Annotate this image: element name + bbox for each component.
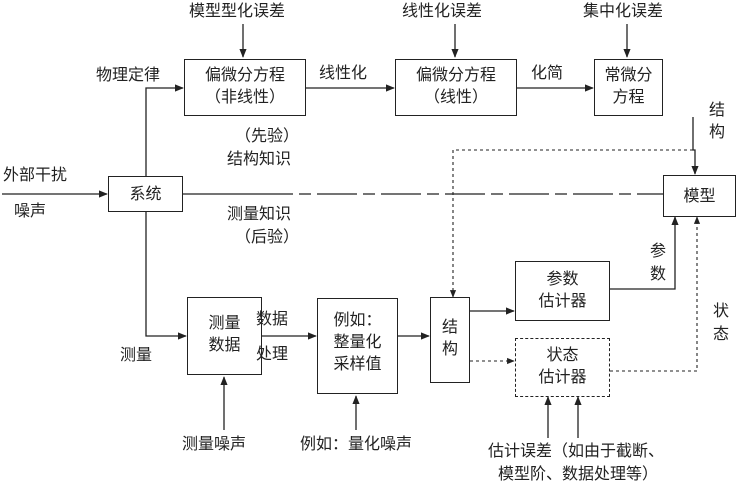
estimation-error-line1: 估计误差（如由于截断、 — [488, 441, 665, 460]
prior-knowledge-line1: （先验） — [235, 126, 300, 145]
system-box: 系统 — [108, 176, 183, 212]
pde-linear-line1: 偏微分方程 — [415, 65, 496, 84]
state-estimator-line1: 状态 — [546, 345, 579, 364]
linearization-error-label: 线性化误差 — [402, 1, 483, 20]
ode-line1: 常微分 — [604, 65, 653, 84]
param-estimator-line1: 参数 — [546, 269, 579, 288]
ode-box: 常微分 方程 — [594, 59, 663, 116]
quantization-noise-label: 例如：量化噪声 — [300, 434, 413, 453]
external-disturbance-label: 外部干扰 — [3, 165, 68, 184]
centralization-error-label: 集中化误差 — [583, 1, 664, 20]
measurement-noise-label: 测量噪声 — [182, 434, 247, 453]
quantization-line2: 整量化 — [333, 332, 382, 351]
pde-nonlinear-line1: 偏微分方程 — [204, 65, 285, 84]
data-label: 数据 — [256, 309, 289, 328]
system-label: 系统 — [129, 184, 162, 203]
state-side-char2: 态 — [712, 324, 729, 343]
params-side-char2: 数 — [649, 264, 666, 283]
measured-data-box: 测量 数据 — [187, 297, 262, 375]
prior-knowledge-line2: 结构知识 — [227, 149, 292, 168]
modeling-error-label: 模型型化误差 — [189, 1, 286, 20]
simplify-label: 化简 — [531, 63, 564, 82]
edge-model-structure-feedback — [449, 149, 693, 298]
pde-nonlinear-box: 偏微分方程 （非线性） — [184, 59, 306, 116]
processing-label: 处理 — [256, 344, 289, 363]
structure-side-char1: 结 — [708, 100, 725, 119]
structure-box: 结 构 — [430, 297, 470, 383]
edge-system-to-measurement — [145, 212, 187, 340]
linearize-label: 线性化 — [319, 63, 368, 82]
state-side-char1: 状 — [712, 301, 729, 320]
pde-linear-line2: （线性） — [423, 87, 488, 106]
posterior-knowledge-line2: （后验） — [235, 227, 300, 246]
params-side-char1: 参 — [649, 241, 666, 260]
noise-label: 噪声 — [14, 201, 47, 220]
pde-linear-box: 偏微分方程 （线性） — [395, 59, 517, 116]
edge-param-to-model — [610, 216, 679, 290]
physics-law-label: 物理定律 — [96, 65, 161, 84]
pde-nonlinear-line2: （非线性） — [204, 87, 285, 106]
measure-label: 测量 — [120, 345, 153, 364]
state-estimator-line2: 估计器 — [538, 367, 587, 386]
quantization-box: 例如： 整量化 采样值 — [317, 298, 398, 394]
model-box: 模型 — [663, 175, 736, 217]
edge-state-to-model — [610, 216, 701, 372]
structure-char1: 结 — [441, 317, 458, 336]
param-estimator-line2: 估计器 — [538, 291, 587, 310]
structure-side-char2: 构 — [708, 122, 725, 141]
posterior-knowledge-line1: 测量知识 — [227, 204, 292, 223]
edge-ode-to-model — [691, 117, 699, 175]
model-label: 模型 — [683, 186, 716, 205]
state-estimator-box: 状态 估计器 — [515, 338, 610, 397]
structure-char2: 构 — [441, 339, 458, 358]
measured-data-line2: 数据 — [208, 335, 241, 354]
ode-line2: 方程 — [612, 87, 645, 106]
measured-data-line1: 测量 — [208, 313, 241, 332]
param-estimator-box: 参数 估计器 — [515, 261, 610, 321]
edge-system-to-pde — [145, 84, 184, 176]
estimation-error-line2: 模型阶、数据处理等） — [498, 464, 659, 483]
quantization-line1: 例如： — [333, 310, 382, 329]
quantization-line3: 采样值 — [333, 354, 382, 373]
